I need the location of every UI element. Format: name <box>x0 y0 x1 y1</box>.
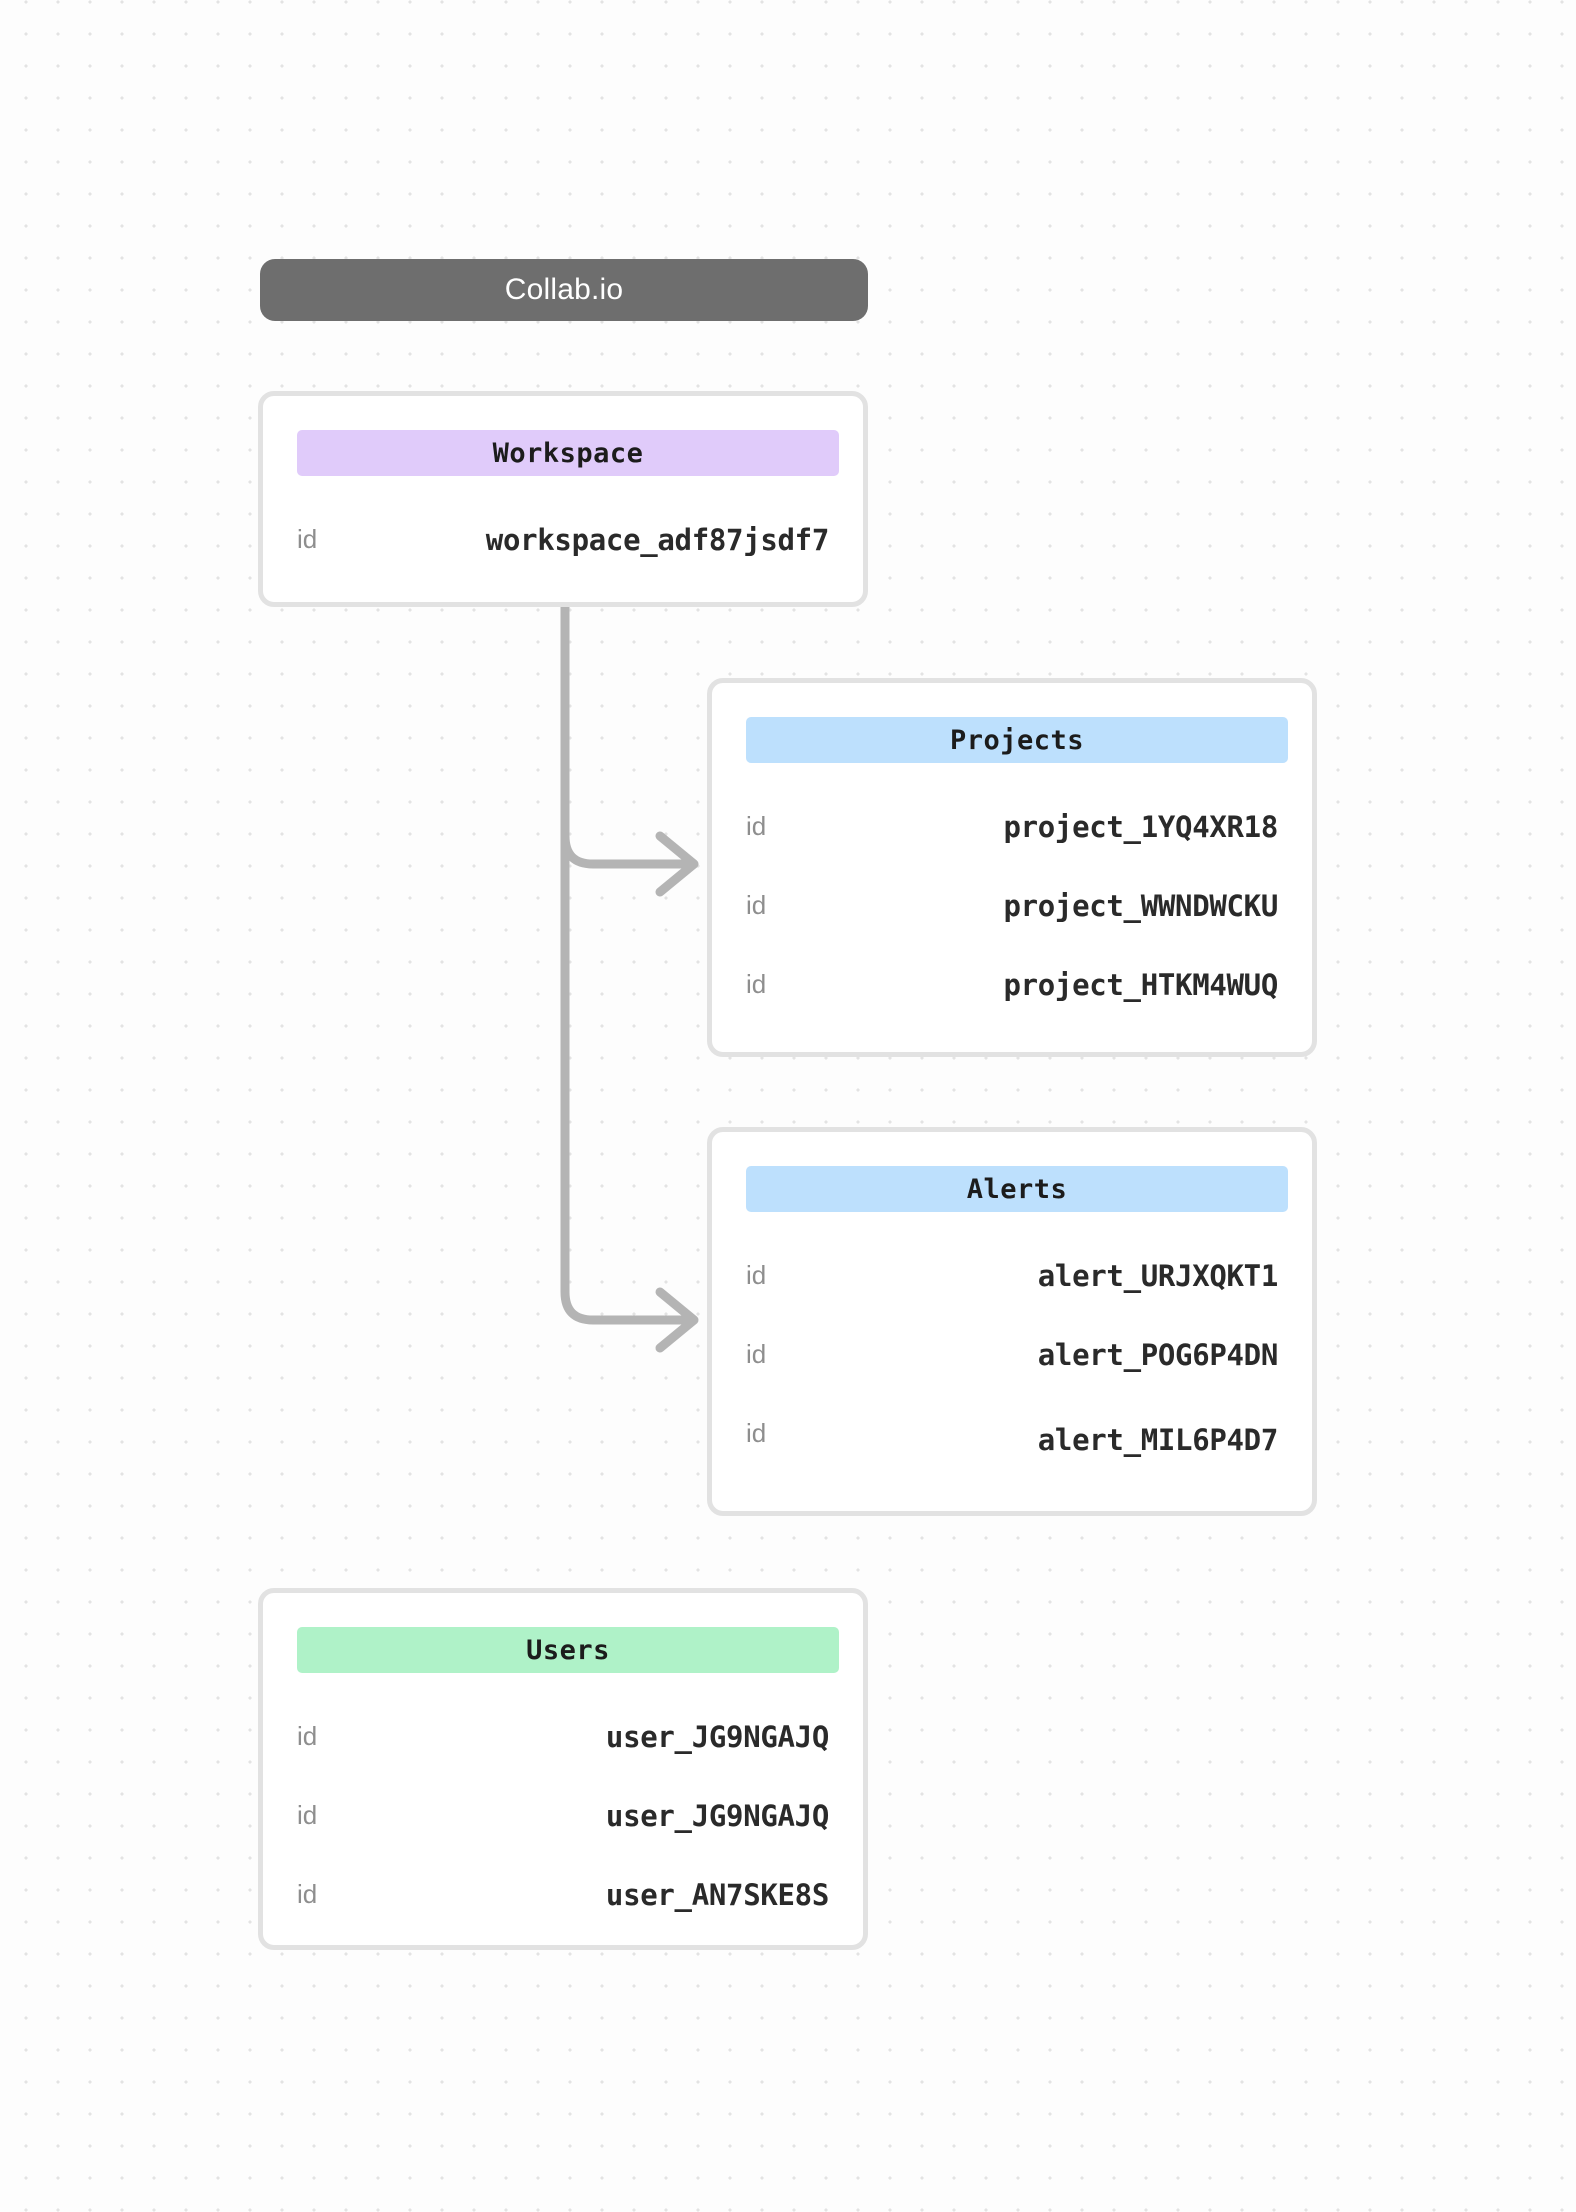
entity-header-projects: Projects <box>746 717 1288 763</box>
entity-header-alerts: Alerts <box>746 1166 1288 1212</box>
entity-title-alerts: Alerts <box>966 1173 1068 1205</box>
table-row[interactable]: id workspace_adf87jsdf7 <box>297 500 829 579</box>
row-value: alert_URJXQKT1 <box>1037 1258 1279 1293</box>
entity-rows-alerts: id alert_URJXQKT1 id alert_POG6P4DN id a… <box>746 1236 1278 1473</box>
entity-card-alerts[interactable]: Alerts id alert_URJXQKT1 id alert_POG6P4… <box>707 1127 1317 1516</box>
row-key: id <box>297 1800 318 1830</box>
row-value: project_HTKM4WUQ <box>1003 967 1278 1002</box>
row-value: alert_MIL6P4D7 <box>1037 1422 1279 1457</box>
row-value: project_WWNDWCKU <box>1003 888 1278 923</box>
row-value: user_AN7SKE8S <box>605 1877 829 1912</box>
row-key: id <box>746 1260 767 1290</box>
table-row[interactable]: id user_JG9NGAJQ <box>297 1776 829 1855</box>
row-key: id <box>746 1418 767 1448</box>
row-key: id <box>297 1879 318 1909</box>
entity-title-projects: Projects <box>949 724 1085 756</box>
entity-card-workspace[interactable]: Workspace id workspace_adf87jsdf7 <box>258 391 868 607</box>
diagram-title-label: Collab.io <box>504 273 624 306</box>
row-key: id <box>746 969 767 999</box>
table-row[interactable]: id project_WWNDWCKU <box>746 866 1278 945</box>
connector-arrowhead-projects <box>655 831 699 897</box>
row-key: id <box>746 1339 767 1369</box>
row-key: id <box>746 890 767 920</box>
entity-title-workspace: Workspace <box>492 437 644 469</box>
row-value: user_JG9NGAJQ <box>605 1798 829 1833</box>
connector-arrowhead-alerts <box>655 1287 699 1353</box>
entity-rows-workspace: id workspace_adf87jsdf7 <box>297 500 829 579</box>
table-row[interactable]: id alert_MIL6P4D7 <box>746 1394 1278 1473</box>
row-value: workspace_adf87jsdf7 <box>485 522 830 557</box>
connector-workspace-to-projects <box>560 602 693 869</box>
table-row[interactable]: id user_AN7SKE8S <box>297 1855 829 1934</box>
table-row[interactable]: id project_HTKM4WUQ <box>746 945 1278 1024</box>
entity-rows-projects: id project_1YQ4XR18 id project_WWNDWCKU … <box>746 787 1278 1024</box>
row-key: id <box>297 524 318 554</box>
table-row[interactable]: id user_JG9NGAJQ <box>297 1697 829 1776</box>
entity-header-workspace: Workspace <box>297 430 839 476</box>
table-row[interactable]: id project_1YQ4XR18 <box>746 787 1278 866</box>
row-key: id <box>746 811 767 841</box>
entity-card-users[interactable]: Users id user_JG9NGAJQ id user_JG9NGAJQ … <box>258 1588 868 1950</box>
entity-title-users: Users <box>526 1634 610 1666</box>
table-row[interactable]: id alert_POG6P4DN <box>746 1315 1278 1394</box>
connector-workspace-to-alerts <box>560 602 693 1325</box>
entity-card-projects[interactable]: Projects id project_1YQ4XR18 id project_… <box>707 678 1317 1057</box>
table-row[interactable]: id alert_URJXQKT1 <box>746 1236 1278 1315</box>
row-value: project_1YQ4XR18 <box>1003 809 1278 844</box>
row-key: id <box>297 1721 318 1751</box>
row-value: user_JG9NGAJQ <box>605 1719 829 1754</box>
entity-rows-users: id user_JG9NGAJQ id user_JG9NGAJQ id use… <box>297 1697 829 1934</box>
entity-header-users: Users <box>297 1627 839 1673</box>
diagram-title-pill[interactable]: Collab.io <box>260 259 868 321</box>
row-value: alert_POG6P4DN <box>1037 1337 1279 1372</box>
